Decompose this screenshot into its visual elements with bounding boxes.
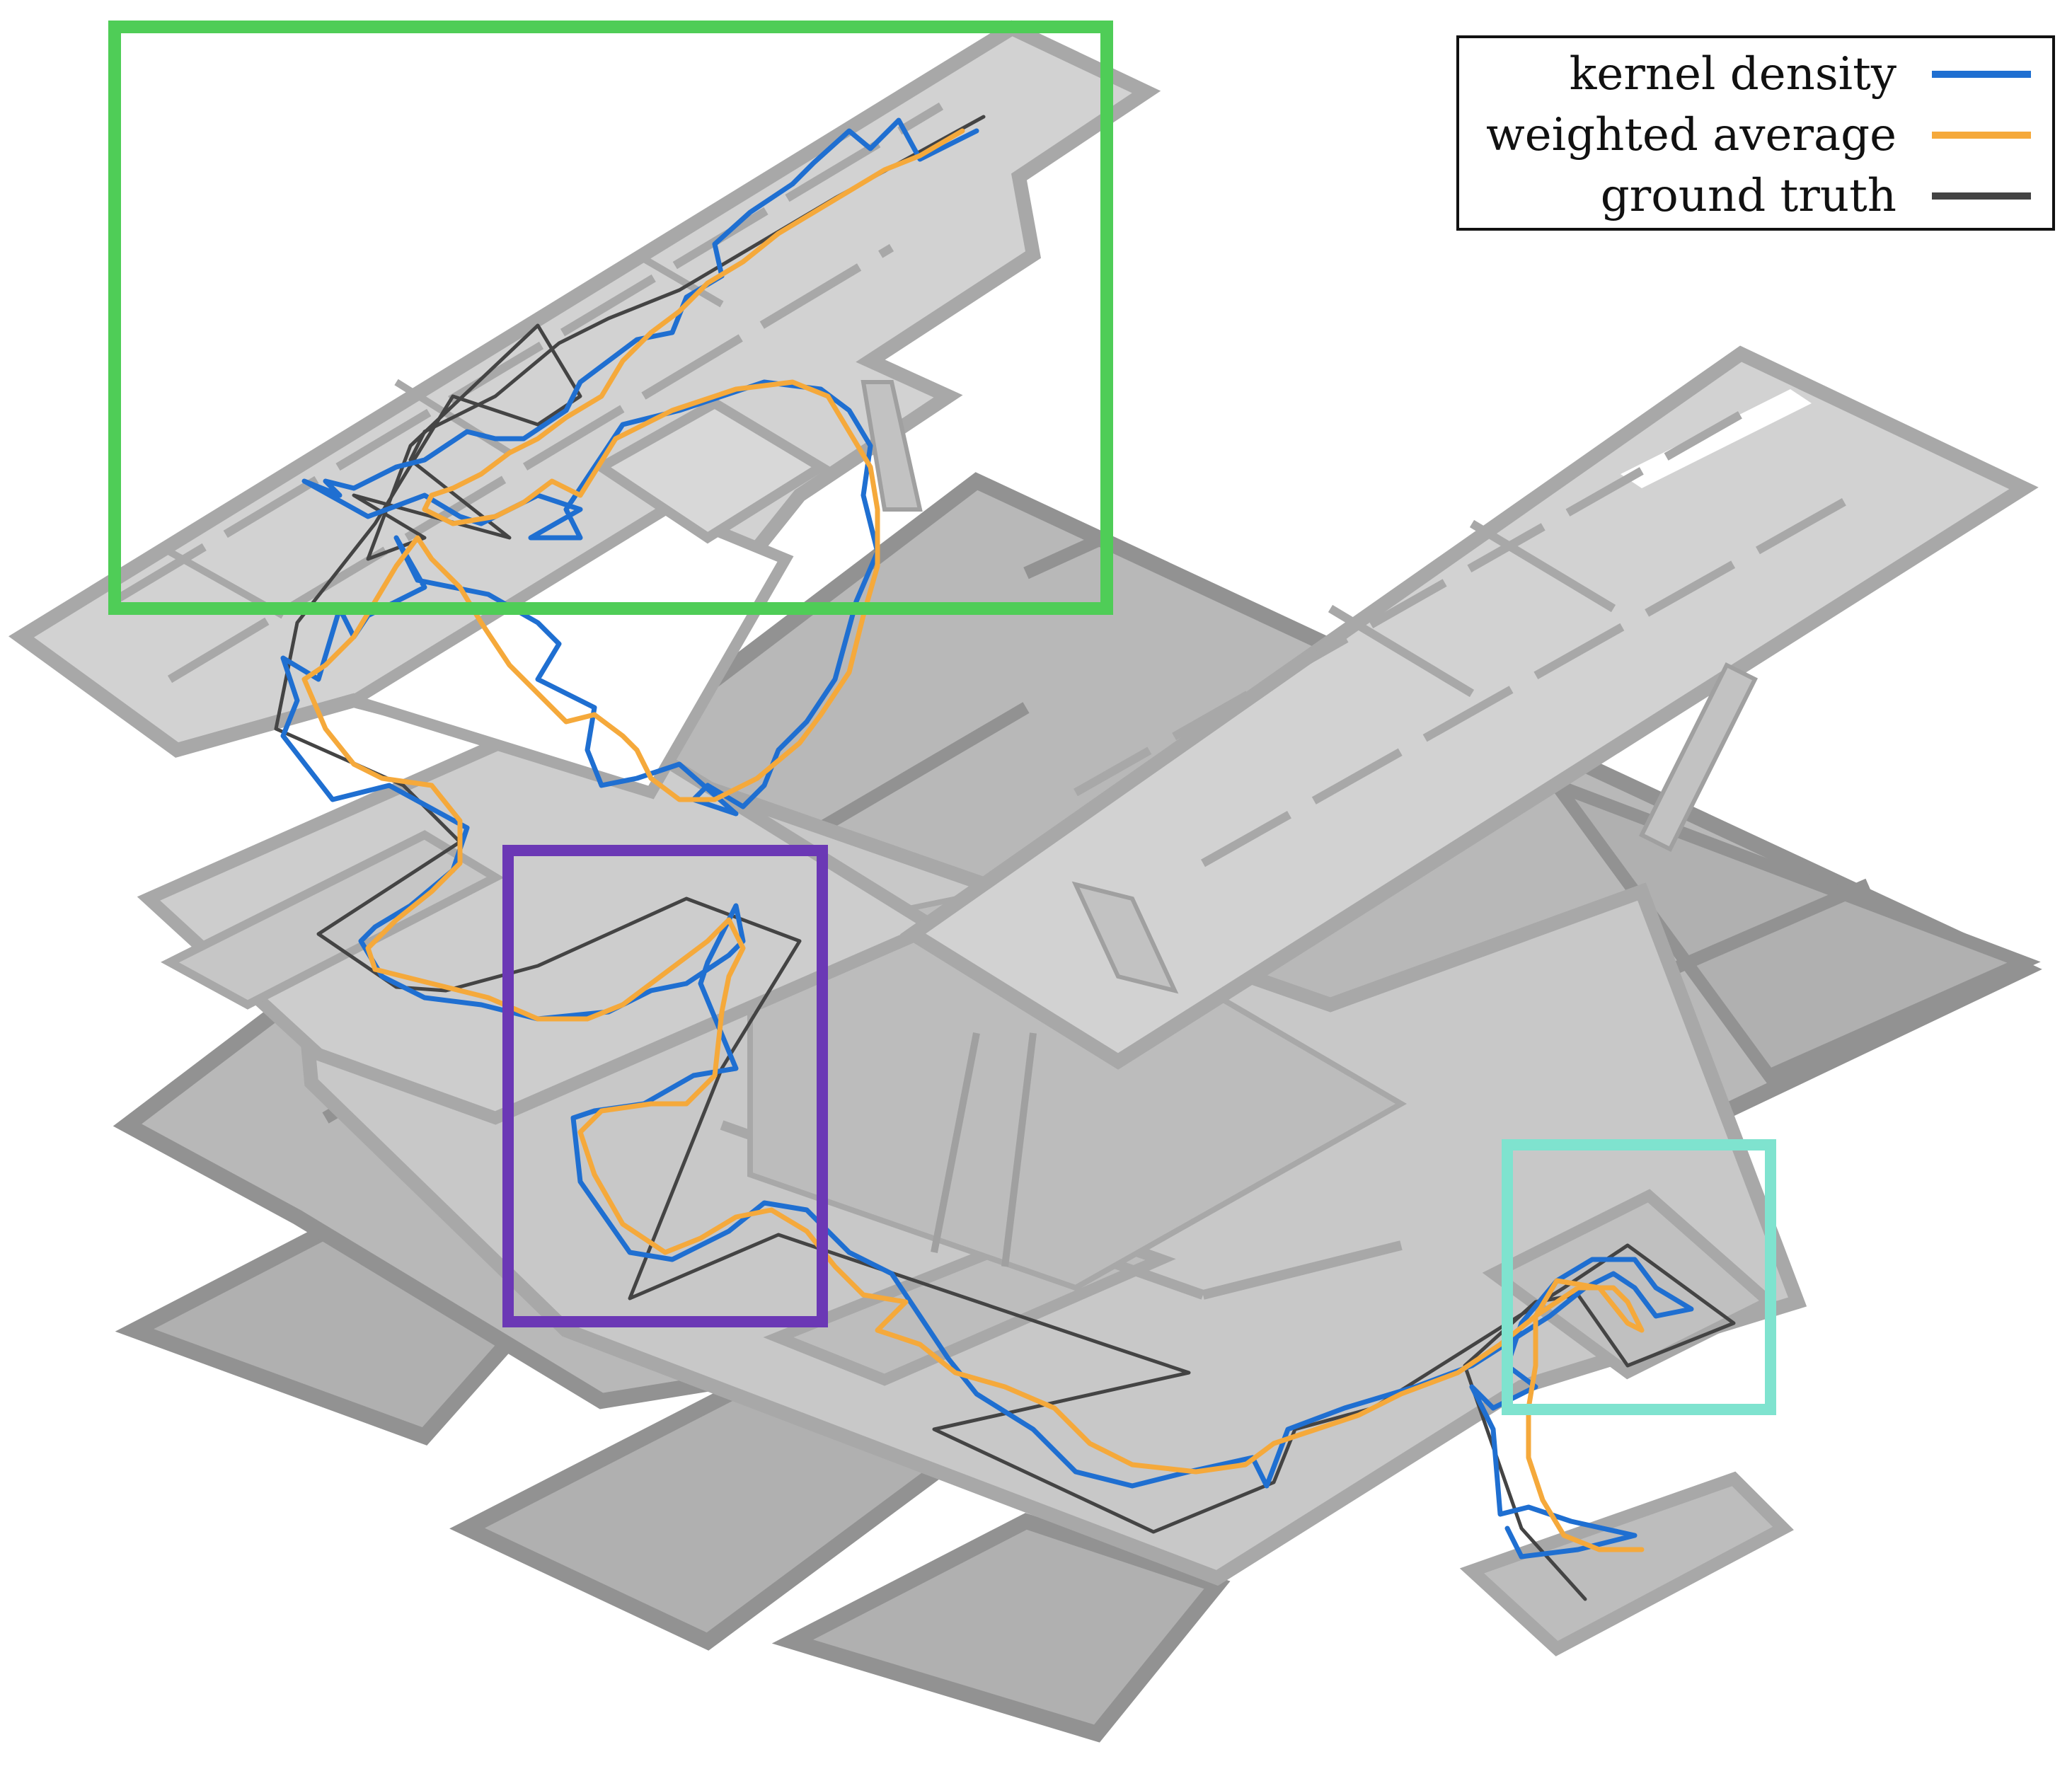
highlight-box-purple [502,845,828,1327]
legend-label: ground truth [1600,170,1897,222]
wall [1202,1240,1403,1300]
trajectories [274,115,1736,1601]
legend-swatch [1932,71,2031,78]
wall [110,102,944,606]
legend-label: kernel density [1569,48,1897,100]
floor-slab [161,830,505,1010]
stair-ramp [1638,662,1759,853]
legend-swatch [1932,192,2031,200]
wall [1023,531,1107,579]
highlight-boxes [108,21,1776,1415]
wall [1653,878,1871,983]
legend-item-weighted-average: weighted average [1459,105,2052,166]
window-gap [1621,389,1812,488]
wall [635,251,724,308]
highlight-box-teal [1502,1139,1776,1415]
wall [1469,519,1616,613]
floor-level-6-top [8,20,1161,800]
floor-slab [1459,1471,1794,1656]
wall [1328,604,1475,698]
floor-slab [899,345,2039,1070]
highlight-box-green [108,21,1113,615]
floor-level-5-right [899,345,2039,1070]
ground-truth-path [274,115,1736,1601]
stair-ramp [1071,881,1179,994]
atrium-void [340,503,794,800]
stair-rail [931,1032,980,1253]
legend-label: weighted average [1486,109,1897,161]
wall [1074,406,1750,797]
weighted-average-path [301,128,1645,1552]
legend: kernel density weighted average ground t… [1456,35,2055,231]
legend-item-ground-truth: ground truth [1459,166,2052,226]
legend-swatch [1932,132,2031,139]
stair-rail [1001,1032,1037,1267]
balcony [592,397,831,544]
legend-item-kernel-density: kernel density [1459,44,2052,105]
stair-ramp [861,380,923,512]
